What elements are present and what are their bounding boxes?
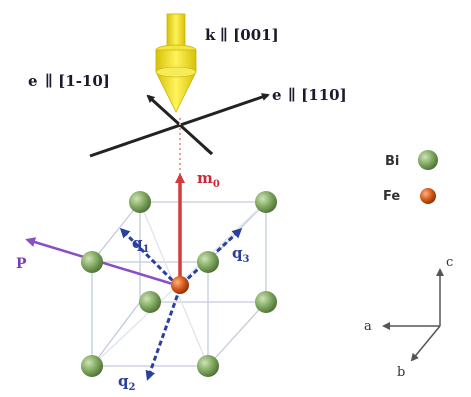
e-left-direction-label: ∥ [1-10] xyxy=(45,72,110,90)
q2-label: q2 xyxy=(118,372,136,393)
axis-b-label: b xyxy=(397,365,405,380)
q3-arrow xyxy=(180,227,243,286)
e-1-10-line-tail xyxy=(204,146,213,156)
axis-c-label: c xyxy=(446,255,453,270)
p-label: P xyxy=(16,256,27,272)
k-vector-arrow xyxy=(155,13,197,113)
bi-atom xyxy=(255,291,277,313)
bi-atom xyxy=(81,355,103,377)
legend-bi-swatch xyxy=(418,150,438,170)
legend-fe-label: Fe xyxy=(383,189,400,204)
m0-label: m0 xyxy=(197,169,220,190)
q1-label: q1 xyxy=(132,234,149,255)
bi-atom xyxy=(255,191,277,213)
k-direction-label: ∥ [001] xyxy=(220,26,279,44)
legend-fe-swatch xyxy=(420,188,436,204)
e-left-label: e xyxy=(28,72,38,90)
crystal-axes xyxy=(382,268,444,362)
fe-atom xyxy=(171,276,189,294)
bi-atom xyxy=(81,251,103,273)
q1-arrow xyxy=(119,227,180,288)
bi-atom xyxy=(139,291,161,313)
q3-label: q3 xyxy=(232,244,250,265)
bi-atom xyxy=(197,355,219,377)
e-right-label: e xyxy=(272,86,282,104)
bi-atom xyxy=(197,251,219,273)
k-label: k xyxy=(205,26,216,44)
axis-a-label: a xyxy=(364,319,372,334)
legend: Bi Fe xyxy=(383,150,438,204)
bi-atom xyxy=(129,191,151,213)
e-right-direction-label: ∥ [110] xyxy=(288,86,347,104)
legend-bi-label: Bi xyxy=(385,154,399,169)
